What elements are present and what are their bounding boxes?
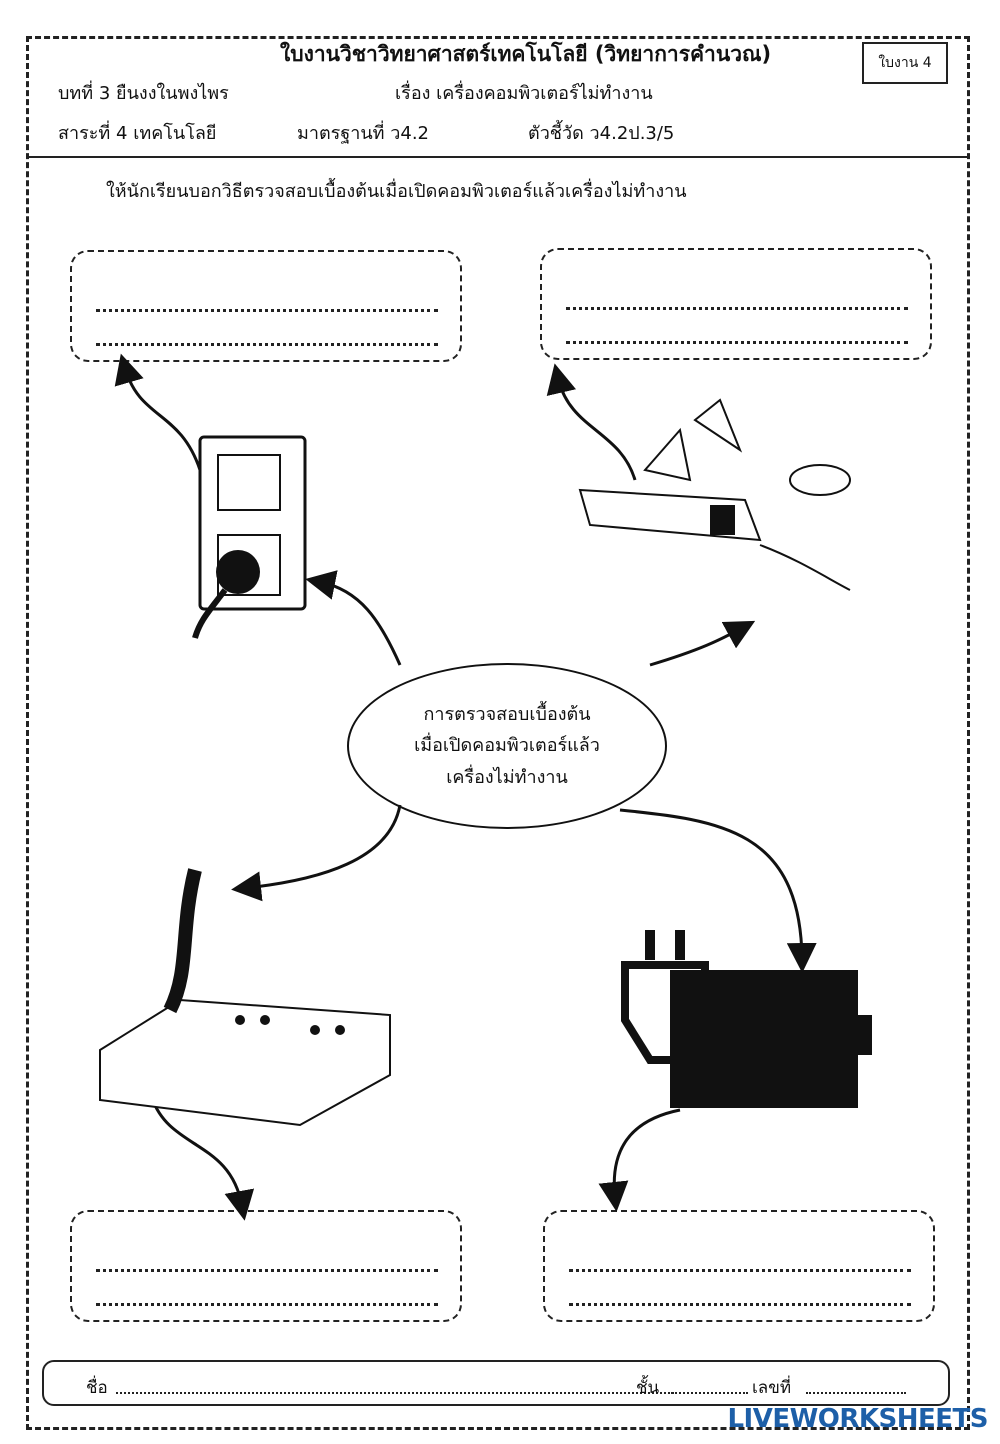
brand-logo: LIVEWORKSHEETS [727, 1404, 988, 1434]
name-label: ชื่อ [86, 1378, 108, 1398]
student-info: ชื่อ ชั้น เลขที่ [42, 1360, 950, 1406]
power-strip-plug-icon [99, 868, 391, 1127]
answer-input[interactable] [96, 282, 438, 312]
arrow [598, 1108, 681, 1212]
class-label: ชั้น [636, 1378, 660, 1398]
center-line-3: เครื่องไม่ทำงาน [446, 766, 568, 788]
answer-input[interactable] [96, 316, 438, 346]
worksheet-title: ใบงานวิชาวิทยาศาสตร์เทคโนโลยี (วิทยาการค… [280, 42, 772, 66]
center-line-1: การตรวจสอบเบื้องต้น [423, 703, 591, 725]
answer-input[interactable] [566, 314, 908, 344]
number-input[interactable] [806, 1392, 906, 1394]
arrow [619, 808, 817, 973]
answer-input[interactable] [96, 1276, 438, 1306]
answer-input[interactable] [96, 1242, 438, 1272]
strand: สาระที่ 4 เทคโนโลยี [58, 123, 217, 144]
topic: เรื่อง เครื่องคอมพิวเตอร์ไม่ทำงาน [395, 83, 653, 104]
name-input[interactable] [116, 1392, 674, 1394]
arrow [649, 620, 756, 667]
header-divider [28, 156, 970, 158]
indicator: ตัวชี้วัด ว4.2ป.3/5 [528, 123, 675, 144]
answer-input[interactable] [569, 1242, 911, 1272]
wall-outlet-icon [192, 435, 307, 639]
arrow [114, 353, 202, 471]
answer-input[interactable] [566, 280, 908, 310]
center-topic: การตรวจสอบเบื้องต้น เมื่อเปิดคอมพิวเตอร์… [347, 663, 667, 829]
page-border [26, 36, 970, 1430]
center-line-2: เมื่อเปิดคอมพิวเตอร์แล้ว [414, 735, 600, 757]
answer-box-3 [70, 1210, 462, 1322]
arrow [305, 570, 402, 666]
answer-box-4 [543, 1210, 935, 1322]
arrow [150, 1097, 255, 1221]
lesson: บทที่ 3 ยืนงงในพงไพร [58, 83, 229, 104]
arrow [546, 363, 637, 481]
arrows [114, 353, 817, 1221]
answer-input[interactable] [569, 1276, 911, 1306]
class-input[interactable] [668, 1392, 748, 1394]
sheet-label: ใบงาน 4 [862, 42, 948, 84]
number-label: เลขที่ [752, 1378, 792, 1398]
plug-battery-icon [621, 930, 872, 1108]
arrow [231, 804, 402, 902]
standard: มาตรฐานที่ ว4.2 [297, 123, 429, 144]
instruction: ให้นักเรียนบอกวิธีตรวจสอบเบื้องต้นเมื่อเ… [106, 181, 687, 202]
answer-box-1 [70, 250, 462, 362]
power-strip-switch-icon [578, 398, 851, 591]
answer-box-2 [540, 248, 932, 360]
